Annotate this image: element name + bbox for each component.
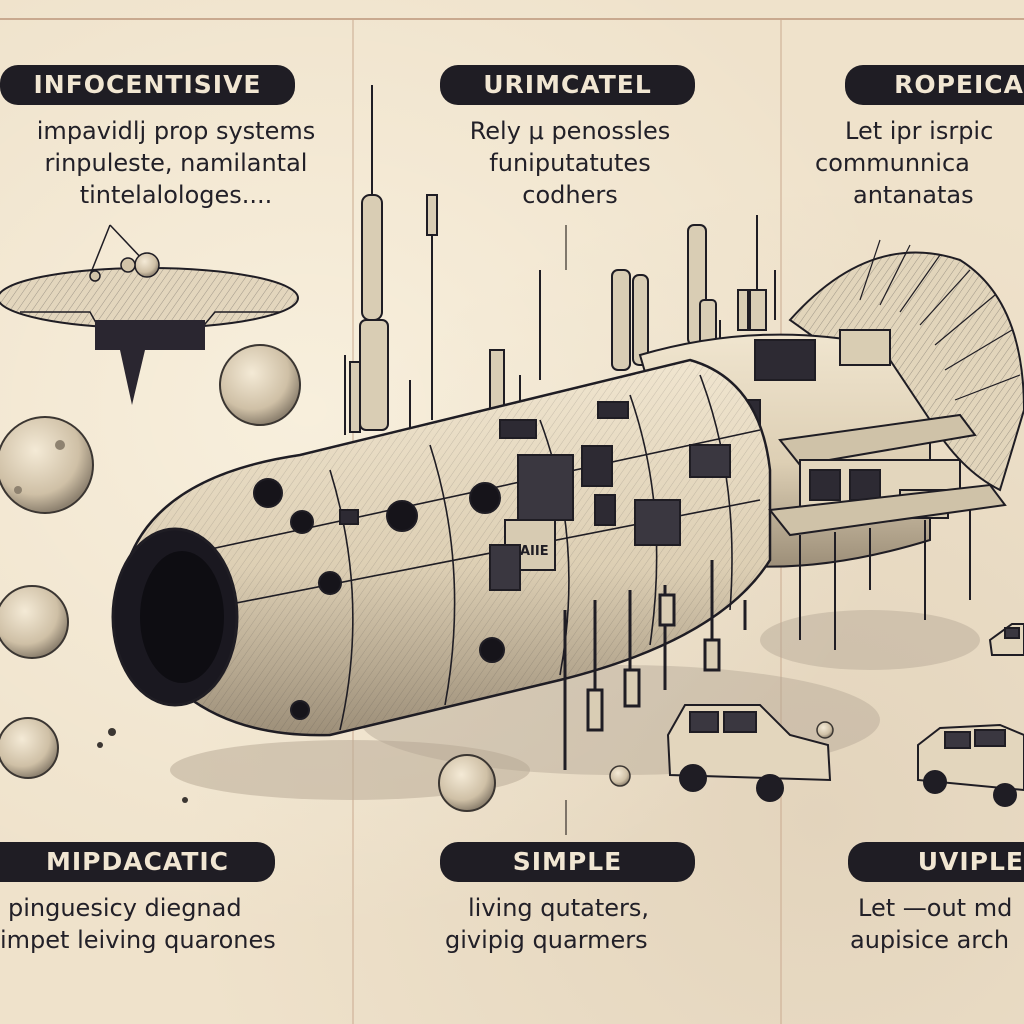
label-top-right: ROPEICA	[845, 65, 1024, 105]
station-hull	[111, 358, 772, 737]
text-line: living qutaters,	[468, 894, 650, 922]
car-sedan	[917, 723, 1024, 807]
text-line: Let ipr isrpic	[845, 117, 994, 145]
text-bottom-left: pinguesicy diegnad impet leiving quarone…	[0, 892, 300, 956]
text-line: rinpuleste, namilantal	[44, 149, 308, 177]
label-bottom-center: SIMPLE	[440, 842, 695, 882]
text-top-center: Rely μ penossles funiputatutes codhers	[420, 115, 720, 211]
hull-marking: AIIE	[520, 544, 549, 559]
text-line: impavidlj prop systems	[36, 117, 316, 145]
text-line: funiputatutes	[489, 149, 651, 177]
label-bottom-right: UVIPLE	[848, 842, 1024, 882]
text-top-right: Let ipr isrpic communnica antanatas	[815, 115, 1024, 211]
text-bottom-right: Let —out md aupisice arch	[850, 892, 1024, 956]
car-small	[988, 623, 1024, 656]
text-line: impet leiving quarones	[0, 926, 276, 954]
support-legs	[563, 560, 747, 770]
label-top-left: INFOCENTISIVE	[0, 65, 295, 105]
label-bottom-left: MIPDACATIC	[0, 842, 275, 882]
text-line: aupisice arch	[850, 926, 1010, 954]
text-line: antanatas	[853, 181, 974, 209]
frame-rule-top	[0, 18, 1024, 20]
text-bottom-center: living qutaters, givipig quarmers	[440, 892, 700, 956]
text-line: pinguesicy diegnad	[8, 894, 242, 922]
planet-group	[0, 344, 834, 812]
text-top-left: impavidlj prop systems rinpuleste, namil…	[0, 115, 352, 211]
car-suv	[666, 704, 832, 802]
text-line: Let —out md	[858, 894, 1013, 922]
text-line: codhers	[522, 181, 618, 209]
text-line: Rely μ penossles	[469, 117, 671, 145]
station-antennas	[344, 85, 776, 435]
deck-structures	[768, 413, 1007, 650]
text-line: tintelalologes....	[79, 181, 273, 209]
text-line: communnica	[815, 149, 970, 177]
text-line: givipig quarmers	[445, 926, 648, 954]
flying-saucer	[0, 224, 299, 405]
label-top-center: URIMCATEL	[440, 65, 695, 105]
